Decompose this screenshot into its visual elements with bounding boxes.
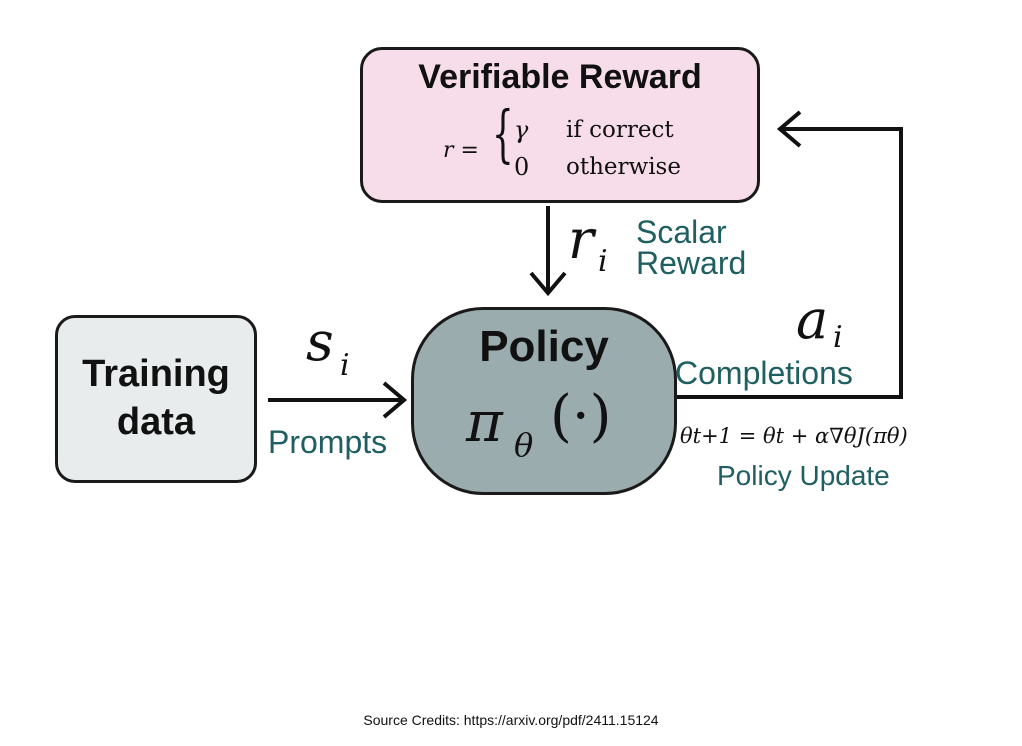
- reward-case1-value: γ: [514, 116, 529, 144]
- training-data-box: [55, 315, 257, 483]
- completion-edge-symbol: a: [796, 288, 829, 351]
- reward-edge-symbol: r: [568, 208, 594, 271]
- reward-case2-condition: otherwise: [566, 154, 681, 180]
- arrow-data-to-policy: [268, 381, 408, 419]
- policy-argument: (·): [550, 384, 612, 449]
- reward-formula-brace: {: [492, 97, 514, 170]
- arrow-policy-to-reward: [677, 110, 903, 399]
- policy-update-label: Policy Update: [717, 460, 890, 491]
- scalar-reward-label: Scalar Reward: [636, 214, 747, 281]
- completion-edge-subscript: i: [833, 320, 843, 355]
- reward-case2-value: 0: [514, 153, 530, 181]
- scalar-reward-line1: Scalar: [636, 214, 727, 250]
- policy-update-equation: θt+1 = θt + α∇θJ(πθ): [680, 424, 908, 448]
- arrow-reward-to-policy: [529, 206, 567, 297]
- reward-case1-condition: if correct: [566, 117, 674, 143]
- source-credits: Source Credits: https://arxiv.org/pdf/24…: [363, 712, 659, 728]
- reward-edge-subscript: i: [598, 244, 608, 279]
- policy-subscript: θ: [514, 426, 534, 464]
- training-data-label: Training data: [55, 350, 257, 446]
- prompt-edge-symbol: s: [306, 310, 334, 373]
- prompt-edge-subscript: i: [340, 348, 350, 383]
- verifiable-reward-title: Verifiable Reward: [418, 58, 702, 96]
- prompts-label: Prompts: [268, 424, 388, 460]
- training-data-label-line1: Training: [82, 353, 230, 395]
- training-data-label-line2: data: [116, 401, 196, 443]
- policy-title: Policy: [479, 322, 609, 371]
- scalar-reward-line2: Reward: [636, 245, 747, 281]
- policy-symbol: π: [466, 390, 503, 455]
- completions-label: Completions: [675, 355, 853, 391]
- verifiable-reward-box: [360, 47, 760, 203]
- reward-formula-lhs: r =: [443, 138, 479, 163]
- policy-box: [411, 307, 677, 495]
